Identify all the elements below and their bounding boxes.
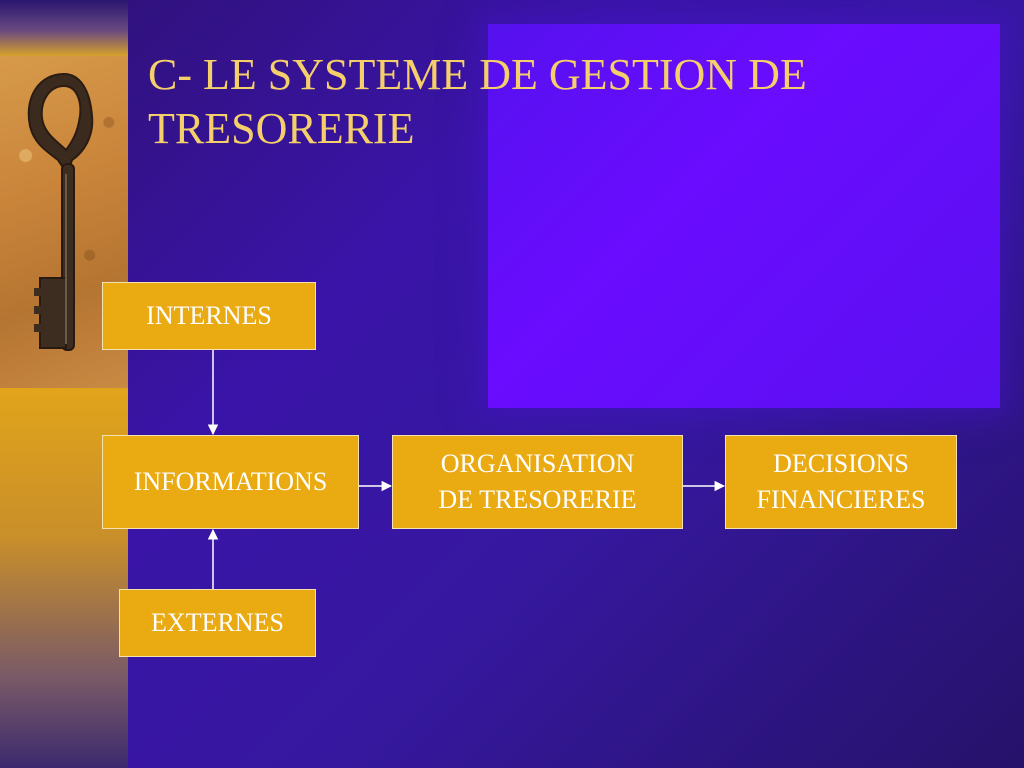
node-internes-line-1: INTERNES bbox=[146, 301, 272, 330]
node-internes: INTERNES bbox=[102, 282, 316, 350]
node-organisation-line-1: ORGANISATION bbox=[440, 449, 635, 478]
node-organisation: ORGANISATION DE TRESORERIE bbox=[392, 435, 683, 529]
old-key-icon bbox=[27, 72, 94, 351]
glow-panel bbox=[488, 24, 1000, 408]
node-externes: EXTERNES bbox=[119, 589, 316, 657]
node-informations-line-1: INFORMATIONS bbox=[133, 467, 328, 496]
top-corner-band bbox=[0, 0, 128, 56]
node-decisions-line-1: DECISIONS bbox=[773, 449, 909, 478]
node-externes-line-1: EXTERNES bbox=[151, 608, 284, 637]
node-organisation-line-2: DE TRESORERIE bbox=[438, 485, 637, 514]
node-decisions: DECISIONS FINANCIERES bbox=[725, 435, 957, 529]
node-decisions-line-2: FINANCIERES bbox=[756, 485, 926, 514]
node-informations: INFORMATIONS bbox=[102, 435, 359, 529]
slide-title: C- LE SYSTEME DE GESTION DE TRESORERIE bbox=[148, 50, 807, 153]
